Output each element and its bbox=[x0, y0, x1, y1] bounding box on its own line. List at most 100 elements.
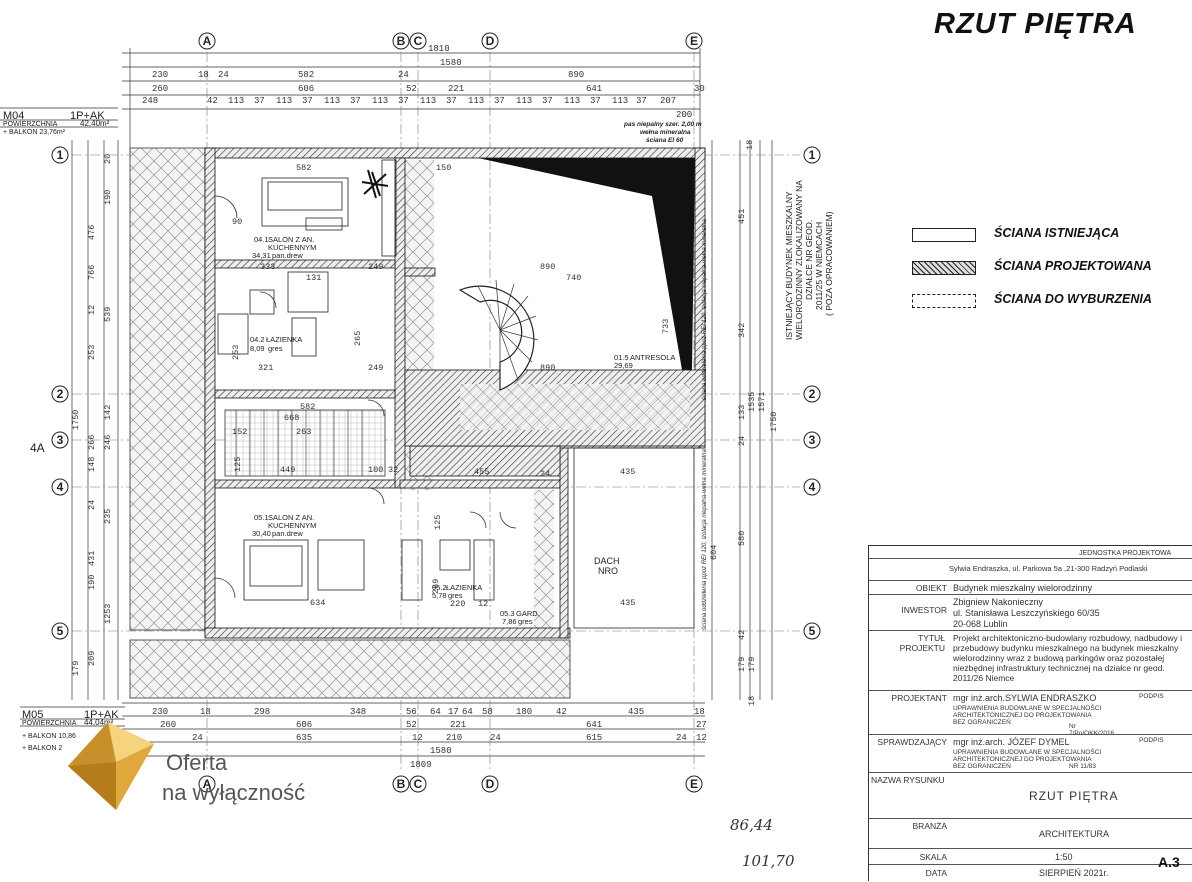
dim: 190 bbox=[87, 575, 97, 590]
dim: 18 bbox=[745, 140, 755, 150]
tb-project: Projekt architektoniczno-budowlany rozbu… bbox=[953, 633, 1182, 683]
dim: 348 bbox=[350, 707, 366, 717]
dim: 615 bbox=[586, 733, 602, 743]
tb-object-label: OBIEKT bbox=[915, 583, 947, 593]
dim: 539 bbox=[103, 307, 113, 322]
room-05-2-id: 05.2 bbox=[432, 583, 447, 592]
dim: 634 bbox=[310, 598, 325, 608]
room-04-1-name: SALON Z AN. bbox=[268, 235, 314, 244]
legend-swatch-designed bbox=[912, 261, 976, 275]
dim: 298 bbox=[254, 707, 270, 717]
dim: 18 bbox=[200, 707, 211, 717]
dim: 230 bbox=[152, 707, 168, 717]
dim: 17 bbox=[448, 707, 459, 717]
dim: 56 bbox=[406, 707, 417, 717]
dim: 24 bbox=[490, 733, 501, 743]
legend-row-designed: ŚCIANA PROJEKTOWANA bbox=[910, 257, 1190, 290]
dim: 37 bbox=[542, 96, 553, 106]
tb-investor-row: INWESTOR Zbigniew Nakonieczny ul. Stanis… bbox=[869, 594, 1192, 631]
axis-c-bottom: C bbox=[414, 777, 423, 791]
insulation-line-2: wełna mineralna bbox=[640, 129, 691, 136]
dim: 113 bbox=[324, 96, 340, 106]
dim: 32 bbox=[388, 465, 398, 475]
axis-4-right: 4 bbox=[809, 480, 816, 494]
dim: 449 bbox=[280, 465, 295, 475]
tb-unit-label: JEDNOSTKA PROJEKTOWA bbox=[1079, 550, 1172, 557]
dim: 37 bbox=[350, 96, 361, 106]
axis-5-right: 5 bbox=[809, 624, 816, 638]
dim: 1750 bbox=[769, 412, 779, 432]
tb-checker-label: SPRAWDZAJĄCY bbox=[877, 737, 947, 747]
fire-wall-note: ściana oddzielenia ppoż REI 120, izolacj… bbox=[702, 219, 708, 400]
room-05-2-floor: gres bbox=[448, 591, 463, 600]
unit-m04-box: M04 1P+AK POWIERZCHNIA 42,40m² + BALKON … bbox=[0, 107, 118, 136]
dim: 635 bbox=[296, 733, 312, 743]
logo: Oferta na wyłączność bbox=[58, 716, 358, 816]
tb-designer: mgr inż.arch.SYLWIA ENDRASZKO bbox=[953, 693, 1097, 703]
dim: 890 bbox=[540, 363, 555, 373]
dim: 604 bbox=[709, 545, 719, 560]
room-05-1-name2: KUCHENNYM bbox=[268, 521, 316, 530]
dim: 606 bbox=[298, 84, 314, 94]
dim: 12 bbox=[87, 305, 97, 315]
bottom-dimension-text: 230 18 298 348 56 64 17 64 58 180 42 435… bbox=[152, 707, 707, 770]
unit-m04-code: M04 bbox=[3, 110, 24, 122]
dim: 37 bbox=[590, 96, 601, 106]
room-05-2-area: 5,78 bbox=[432, 591, 447, 600]
dim: 1809 bbox=[410, 760, 432, 770]
dim: 1535 bbox=[747, 392, 757, 412]
legend-label-demolition: ŚCIANA DO WYBURZENIA bbox=[994, 292, 1152, 306]
tb-checker-sign: PODPIS bbox=[1139, 737, 1164, 744]
balcony-west bbox=[129, 147, 206, 631]
tb-date-label: DATA bbox=[925, 868, 947, 878]
dim: 253 bbox=[87, 345, 97, 360]
dim: 451 bbox=[737, 209, 747, 224]
dim: 113 bbox=[372, 96, 388, 106]
legend-row-demolition: ŚCIANA DO WYBURZENIA bbox=[910, 290, 1190, 323]
furniture bbox=[217, 159, 695, 629]
dim: 269 bbox=[431, 579, 441, 594]
dim: 179 bbox=[737, 657, 747, 672]
tb-scale-row: SKALA 1:50 bbox=[869, 848, 1192, 865]
dim: 200 bbox=[676, 110, 692, 120]
dim: 52 bbox=[406, 84, 417, 94]
sheet-number: A.3 bbox=[1158, 854, 1180, 870]
tb-drawing: RZUT PIĘTRA bbox=[1029, 789, 1119, 803]
dim: 133 bbox=[737, 405, 747, 420]
door-swings bbox=[214, 195, 517, 599]
dim: 18 bbox=[198, 70, 209, 80]
room-labels: 04.1 SALON Z AN. KUCHENNYM 34,31 pan.dre… bbox=[250, 235, 675, 626]
tb-branch: ARCHITEKTURA bbox=[1039, 829, 1110, 839]
roof-label: DACH bbox=[594, 556, 620, 566]
tb-scale: 1:50 bbox=[1055, 852, 1073, 862]
neighbor-line-2: WIELORODZINNY ZLOKALIZOWANY NA bbox=[794, 180, 804, 340]
room-05-1-id: 05.1 bbox=[254, 513, 269, 522]
garderobe-floor bbox=[534, 490, 554, 630]
plant-icon bbox=[361, 169, 389, 199]
unit-m05-balcony-1: + BALKON 10,86 bbox=[22, 733, 76, 740]
tb-investor-label: INWESTOR bbox=[901, 605, 947, 615]
dim: 435 bbox=[620, 467, 635, 477]
dim: 142 bbox=[103, 405, 113, 420]
dim: 263 bbox=[296, 427, 311, 437]
tb-object-row: OBIEKT Budynek mieszkalny wielorodzinny bbox=[869, 580, 1192, 595]
tb-unit-row: JEDNOSTKA PROJEKTOWA bbox=[869, 546, 1192, 558]
tb-designer-label: PROJEKTANT bbox=[891, 693, 947, 703]
unit-m04-balcony: + BALKON 23,76m² bbox=[3, 129, 66, 136]
room-04-1-area: 34,31 bbox=[252, 251, 271, 260]
room-05-1-floor: pan.drew bbox=[272, 529, 303, 538]
axis-1-left: 1 bbox=[57, 148, 64, 162]
dim: 37 bbox=[398, 96, 409, 106]
dim: 113 bbox=[516, 96, 532, 106]
dim: 148 bbox=[87, 457, 97, 472]
dim: 37 bbox=[494, 96, 505, 106]
axis-letters: A B C D E A B C D E 1 2 3 4 5 1 2 3 4 5 bbox=[57, 34, 816, 791]
unit-m04-area-label: POWIERZCHNIA bbox=[3, 121, 58, 128]
dim: 58 bbox=[482, 707, 493, 717]
tb-date: SIERPIEŃ 2021r. bbox=[1039, 868, 1109, 878]
dim: 125 bbox=[433, 515, 443, 530]
dim: 152 bbox=[232, 427, 247, 437]
dim: 230 bbox=[152, 70, 168, 80]
axis-bubbles bbox=[51, 32, 821, 793]
dim: 253 bbox=[231, 345, 241, 360]
